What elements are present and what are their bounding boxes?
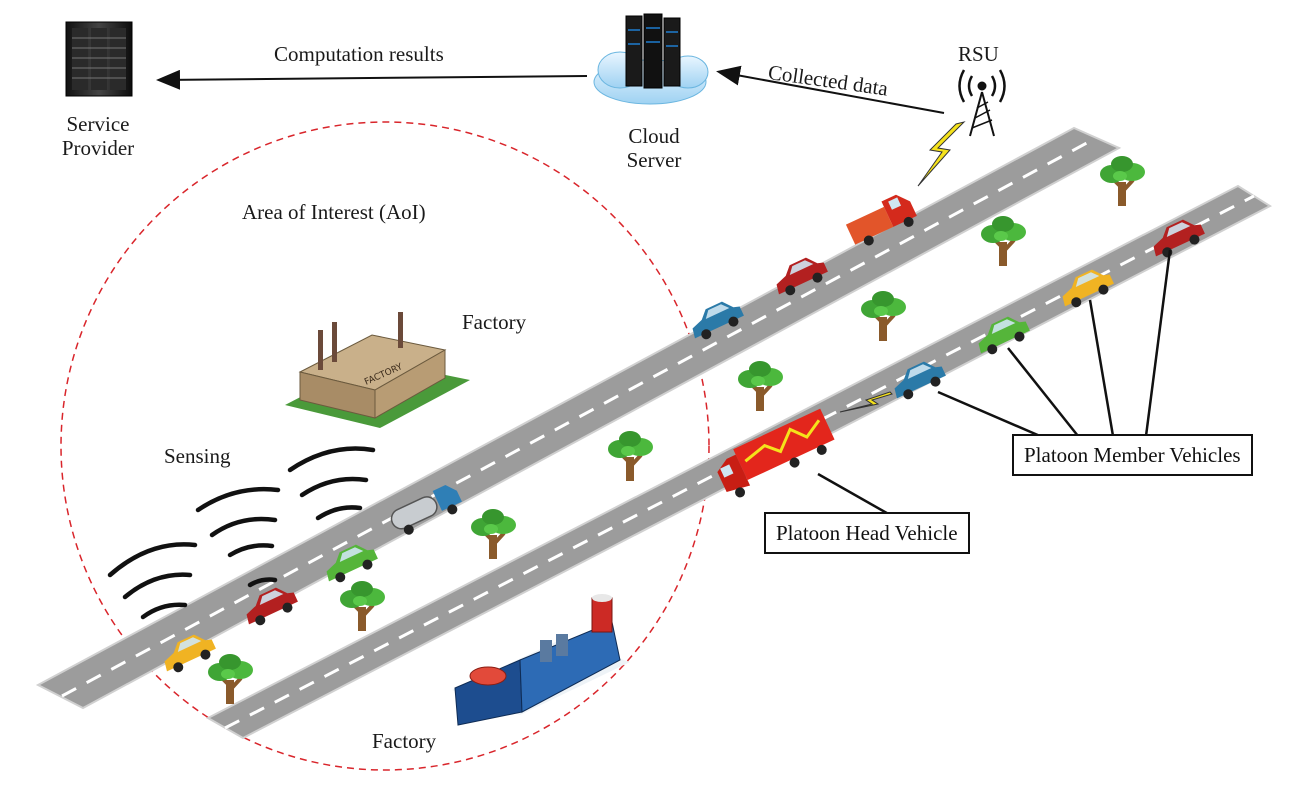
sensing-label: Sensing xyxy=(164,444,231,468)
lightning-icon xyxy=(839,391,893,413)
computation-results-label: Computation results xyxy=(274,42,444,66)
platoon-head-label: Platoon Head Vehicle xyxy=(764,512,970,554)
factory-icon: FACTORY xyxy=(285,312,470,428)
service-provider-line2: Provider xyxy=(61,136,135,160)
lightning-icon xyxy=(917,121,966,187)
tree-icon xyxy=(206,652,255,706)
sensing-waves-icon xyxy=(107,446,376,620)
platoon-head-connector xyxy=(817,472,893,518)
rsu-antenna-icon xyxy=(958,69,1006,137)
service-provider-line1: Service xyxy=(66,112,130,136)
tree-icon xyxy=(979,214,1028,268)
truck-icon xyxy=(845,194,917,246)
tree-icon xyxy=(859,289,908,343)
platoon-head-truck-icon xyxy=(717,408,835,498)
cloud-server-label: Cloud Server xyxy=(604,124,704,172)
aoi-label: Area of Interest (AoI) xyxy=(242,200,426,224)
tanker-truck-icon xyxy=(390,485,462,535)
factory-bottom-label: Factory xyxy=(372,729,437,753)
cloud-server-line2: Server xyxy=(626,148,682,172)
rsu-label: RSU xyxy=(958,42,999,66)
cloud-server-icon xyxy=(593,13,709,105)
upper-road xyxy=(35,126,1122,710)
aoi-circle xyxy=(60,121,710,771)
cloud-server-line1: Cloud xyxy=(628,124,680,148)
computation-results-arrow xyxy=(156,69,588,90)
collected-data-arrow xyxy=(716,65,945,114)
platoon-member-label: Platoon Member Vehicles xyxy=(1012,434,1253,476)
tree-icon xyxy=(469,507,518,561)
tree-icon xyxy=(606,429,655,483)
factory-top-label: Factory xyxy=(462,310,527,334)
factory-icon xyxy=(452,594,630,726)
service-provider-label: Service Provider xyxy=(48,112,148,160)
tree-icon xyxy=(1098,154,1147,208)
tree-icon xyxy=(736,359,785,413)
tree-icon xyxy=(338,579,387,633)
platoon-member-connectors xyxy=(937,249,1172,438)
server-rack-icon xyxy=(65,21,133,97)
